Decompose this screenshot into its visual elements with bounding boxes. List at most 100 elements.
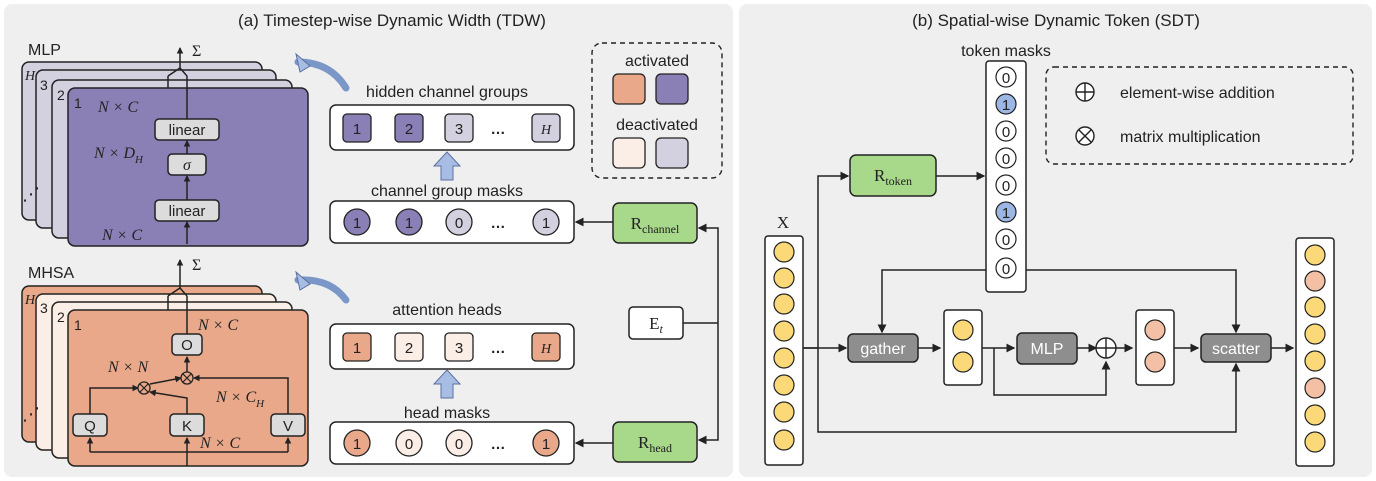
hidden-group-3 [444,113,474,143]
channel-masks-title: channel group masks [371,183,523,200]
svg-text:1: 1 [405,215,413,232]
head-mask-1 [343,429,371,457]
svg-text:3: 3 [455,340,463,357]
svg-text:3: 3 [455,121,463,138]
attn-out-dim: N × C [197,317,238,334]
hidden-groups-title: hidden channel groups [366,84,528,101]
x-label: X [777,213,789,232]
mhsa-stack-label: MHSA [28,265,75,282]
svg-text:1: 1 [353,340,361,357]
legend-activated-purple [655,73,689,105]
hidden-group-2 [394,113,424,143]
mlp-in-dim: N × C [101,227,142,244]
svg-text:0: 0 [1002,261,1010,278]
attention-heads-title: attention heads [392,302,501,319]
head-masks-title: head masks [404,405,490,422]
token-mask-7 [995,228,1017,250]
mhsa-layer-h: H [24,293,36,308]
svg-text:0: 0 [1002,151,1010,168]
channel-mask-3 [445,208,473,236]
svg-text:H: H [540,123,552,138]
attention-head-h [531,332,561,362]
svg-text:1: 1 [353,436,361,453]
svg-text:…: … [491,340,506,357]
svg-text:⋰: ⋰ [22,184,40,204]
attn-in-dim: N × C [199,435,240,452]
token-mask-list: 0 1 0 0 0 1 0 0 [995,66,1017,279]
activation-legend: activated deactivated [591,42,723,179]
svg-text:…: … [491,436,506,453]
up-arrow-channel [432,151,462,181]
attention-heads: attention heads 1 2 3 … H [329,302,575,370]
token-mask-2 [995,93,1017,115]
output-token-list [1304,244,1326,453]
svg-text:…: … [491,215,506,232]
r-channel-box [612,202,698,244]
mlp-stack-label: MLP [28,42,61,59]
mlp-stack: MLP H 3 2 1 ⋰ linear σ linear Σ N × C N … [21,42,309,247]
svg-text:0: 0 [1002,232,1010,249]
scatter-label: scatter [1212,341,1261,358]
attn-nn-dim: N × N [107,359,149,376]
token-mask-4 [995,147,1017,169]
svg-text:2: 2 [405,340,413,357]
svg-text:0: 0 [405,436,413,453]
svg-text:1: 1 [1002,205,1010,222]
r-token-label: Rtoken [874,166,912,188]
svg-text:⋰: ⋰ [22,404,40,424]
mlp-layer-1: 1 [74,95,82,111]
operator-legend: element-wise addition matrix multiplicat… [1045,66,1354,165]
mlp-hidden-dim: N × DH [93,145,144,166]
channel-mask-2 [395,208,423,236]
mhsa-layer-1: 1 [74,317,82,333]
channel-mask-h [532,208,560,236]
sdt-title: (b) Spatial-wise Dynamic Token (SDT) [912,11,1200,30]
svg-text:H: H [540,342,552,357]
up-arrow-head [432,369,462,399]
svg-text:1: 1 [1002,97,1010,114]
legend-deactivated-orange [612,137,646,169]
attention-head-2 [394,332,424,362]
head-mask-h [532,429,560,457]
gather-label: gather [860,341,906,358]
hidden-group-1 [342,113,372,143]
hidden-group-h [531,113,561,143]
mhsa-layer-2: 2 [57,309,65,325]
mhsa-sum-symbol: Σ [192,257,201,274]
token-mask-5 [995,174,1017,196]
svg-text:2: 2 [405,121,413,138]
mhsa-layer-3: 3 [40,300,48,316]
attention-head-1 [342,332,372,362]
legend-add-text: element-wise addition [1120,85,1275,102]
r-head-box [612,421,698,463]
head-mask-2 [395,429,423,457]
legend-activated-orange [612,73,646,105]
mlp-out-dim: N × C [97,99,138,116]
token-mask-6 [995,201,1017,223]
svg-text:…: … [491,121,506,138]
v-label: V [283,418,293,435]
svg-text:1: 1 [542,215,550,232]
linear-label-upper: linear [169,122,206,139]
input-token-list [773,241,795,451]
token-mask-1 [995,66,1017,88]
mlp-label: MLP [1031,341,1064,358]
channel-group-masks: channel group masks 1 1 0 … 1 [329,183,575,244]
head-masks: head masks 1 0 0 … 1 [329,405,575,465]
sigma-label: σ [183,157,192,174]
legend-activated-label: activated [625,53,689,70]
linear-label-lower: linear [169,203,206,220]
mlp-layer-3: 3 [40,77,48,93]
token-mask-8 [995,257,1017,279]
svg-text:0: 0 [455,215,463,232]
mlp-sum-symbol: Σ [192,43,201,60]
svg-text:0: 0 [1002,178,1010,195]
svg-text:1: 1 [353,215,361,232]
mlp-layer-h: H [24,69,36,84]
legend-deactivated-label: deactivated [616,117,698,134]
legend-matmul-text: matrix multiplication [1120,129,1260,146]
q-label: Q [84,418,96,435]
svg-text:1: 1 [542,436,550,453]
svg-text:0: 0 [1002,70,1010,87]
